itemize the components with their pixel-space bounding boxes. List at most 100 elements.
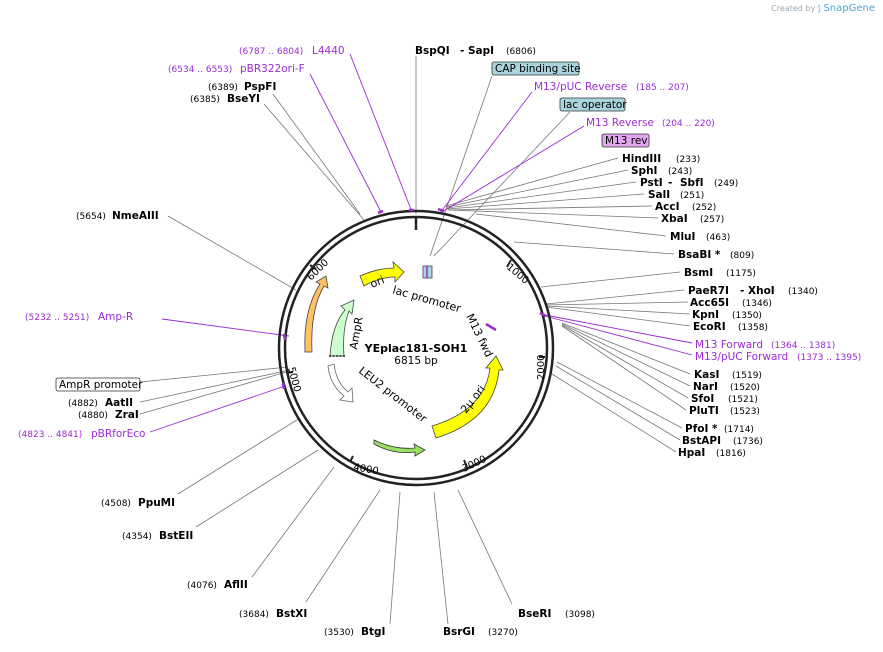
cap-binding-site-label: CAP binding site — [495, 63, 581, 75]
site-bspqi-name: BspQI — [415, 45, 450, 57]
site-kpni-pos: (1350) — [732, 311, 762, 321]
site-aatii-name: AatII — [105, 397, 133, 409]
leu2-promoter-label: LEU2 promoter — [356, 364, 430, 425]
site-psti-pos: (249) — [714, 179, 738, 189]
site-acci-pos: (252) — [692, 203, 716, 213]
site-sapi-name: - — [460, 45, 464, 57]
ampr-promoter-box — [55, 377, 141, 392]
credit-brand: SnapGene — [823, 3, 875, 14]
primer-m13puc-rev-name: M13/pUC Reverse — [534, 81, 627, 93]
plasmid-length: 6815 bp — [394, 355, 438, 367]
primer-pbr322-name: pBR322ori-F — [240, 63, 305, 75]
primer-m13puc-fwd-name: M13/pUC Forward — [695, 351, 788, 363]
site-hpai-name: HpaI — [678, 447, 705, 459]
site-pfoi-name: PfoI * — [685, 423, 718, 435]
primer-ampr-name: Amp-R — [98, 311, 133, 323]
site-bsteii-name: BstEII — [159, 530, 193, 542]
snapgene-logo-icon: ⟆ — [817, 4, 821, 13]
site-bsrgi-pos: (3270) — [488, 628, 518, 638]
site-aatii-pos: (4882) — [68, 399, 98, 409]
site-xhoi-name: XhoI — [748, 285, 775, 297]
primer-m13-fwd-name: M13 Forward — [695, 339, 763, 351]
site-bstapi-pos: (1736) — [733, 437, 763, 447]
site-paer7i-pos: (1340) — [788, 287, 818, 297]
site-pluti-name: PluTI — [689, 405, 719, 417]
site-paer7i-name: PaeR7I — [688, 285, 729, 297]
site-pspfi-pos: (6389) — [208, 83, 238, 93]
site-zrai-pos: (4880) — [78, 411, 108, 421]
site-mlui-pos: (463) — [706, 233, 730, 243]
site-pfoi-pos: (1714) — [724, 425, 754, 435]
site-aflii-pos: (4076) — [187, 581, 217, 591]
credit-prefix: Created by — [771, 4, 816, 13]
site-acc65i-name: Acc65I — [690, 297, 729, 309]
snapgene-credit[interactable]: Created by ⟆ SnapGene — [771, 3, 875, 14]
site-leader-lines — [139, 56, 691, 625]
site-ppumi-pos: (4508) — [101, 499, 131, 509]
site-mlui-name: MluI — [670, 231, 695, 243]
site-aflii-name: AflII — [224, 579, 248, 591]
site-bspqi-pos: (6806) — [506, 47, 536, 57]
site-sfoi-pos: (1521) — [728, 395, 758, 405]
backbone-outer-ring — [277, 209, 555, 487]
site-pspfi-name: PspFI — [244, 81, 276, 93]
site-nari-name: NarI — [693, 381, 718, 393]
site-sphi-pos: (243) — [668, 167, 692, 177]
m13-rev-box — [601, 133, 650, 148]
site-sbfi-name: SbfI — [680, 177, 704, 189]
site-bstxi-pos: (3684) — [239, 610, 269, 620]
lac-operator-box — [559, 97, 626, 112]
lac-operator-label: lac operator — [563, 99, 627, 111]
backbone-inner-ring — [283, 215, 549, 481]
ampr-label: AmpR — [347, 316, 366, 351]
primer-pbrforeco-name: pBRforEco — [91, 428, 145, 440]
site-sali-name: SalI — [648, 189, 670, 201]
site-bsmi-name: BsmI — [684, 267, 713, 279]
site-kasi-name: KasI — [694, 369, 719, 381]
two-mu-ori-arrow — [431, 355, 504, 439]
site-hindiii-name: HindIII — [622, 153, 661, 165]
site-sfoi-name: SfoI — [691, 393, 714, 405]
site-bstapi-name: BstAPI — [682, 435, 721, 447]
site-bsabi-pos: (809) — [730, 251, 754, 261]
site-xbai-pos: (257) — [700, 215, 724, 225]
site-ecori-name: EcoRI — [693, 321, 726, 333]
tick-label-4000: 4000 — [352, 462, 379, 477]
m13-fwd-mark — [485, 322, 497, 332]
site-xbai-name: XbaI — [661, 213, 688, 225]
site-ecori-pos: (1358) — [738, 323, 768, 333]
site-zrai-name: ZraI — [115, 409, 139, 421]
tick-label-2000: 2000 — [536, 355, 547, 380]
site-sali-pos: (251) — [680, 191, 704, 201]
feature-arrows — [304, 260, 504, 457]
site-bsteii-pos: (4354) — [122, 532, 152, 542]
primer-m13-rev-name: M13 Reverse — [586, 117, 654, 129]
primer-m13-fwd-range: (1364 .. 1381) — [771, 341, 835, 351]
site-bseyi-name: BseYI — [227, 93, 260, 105]
plasmid-name: YEplac181-SOH1 — [364, 342, 468, 355]
site-psti-dash: - — [668, 177, 672, 189]
site-acc65i-pos: (1346) — [742, 299, 772, 309]
primer-m13-rev-range: (204 .. 220) — [662, 119, 715, 129]
site-nmeaiii-pos: (5654) — [76, 212, 106, 222]
leu2-promoter-arrow — [327, 363, 354, 403]
ori-arrow — [359, 260, 405, 287]
site-paer7i-dash: - — [740, 285, 744, 297]
site-ppumi-name: PpuMI — [138, 497, 175, 509]
ori-label: ori — [368, 273, 386, 290]
site-kpni-name: KpnI — [692, 309, 719, 321]
green-gene-arrow — [373, 439, 426, 457]
ampr-promoter-label: AmpR promoter — [59, 379, 143, 391]
primer-pbr322-range: (6534 .. 6553) — [168, 65, 232, 75]
site-bseri-pos: (3098) — [565, 610, 595, 620]
site-nari-pos: (1520) — [730, 383, 760, 393]
site-pluti-pos: (1523) — [730, 407, 760, 417]
primer-pbrforeco-range: (4823 .. 4841) — [18, 430, 82, 440]
site-btgi-name: BtgI — [361, 626, 385, 638]
primer-m13puc-fwd-range: (1373 .. 1395) — [797, 353, 861, 363]
primer-labels: (6787 .. 6804) L4440 (6534 .. 6553) pBR3… — [18, 45, 861, 440]
site-kasi-pos: (1519) — [732, 371, 762, 381]
site-bsmi-pos: (1175) — [726, 269, 756, 279]
tick-marks — [286, 259, 545, 468]
